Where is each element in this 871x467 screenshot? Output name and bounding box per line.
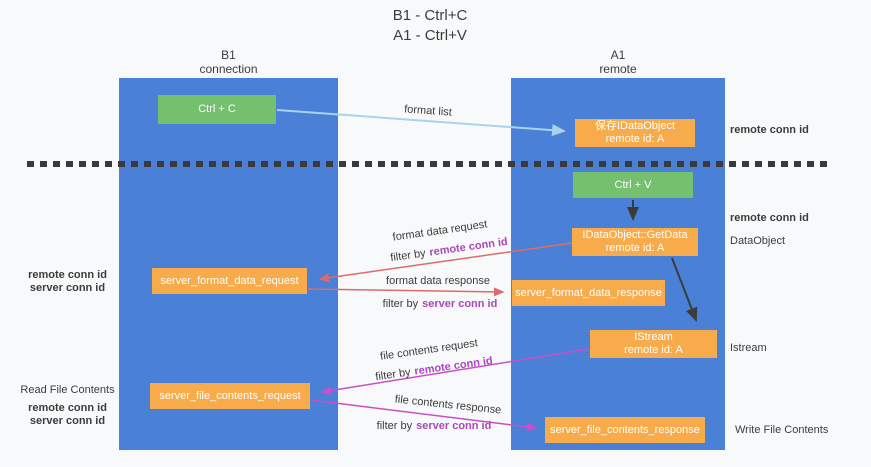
server-file-contents-request-label: server_file_contents_request [159,389,301,402]
left-column-name: B1 [221,48,236,62]
right-column-header: A1 remote [511,48,725,76]
left-server-conn-id-bottom: server conn id [29,415,106,427]
istream-line2: remote id: A [624,344,683,356]
left-column-subtitle: connection [199,62,258,76]
format-list-arrow [276,109,566,137]
node-server-file-contents-response: server_file_contents_response [545,417,705,443]
getdata-line2: remote id: A [605,242,665,254]
left-remote-conn-id-bottom: remote conn id [28,402,107,414]
node-server-format-data-response: server_format_data_response [512,280,665,306]
ctrl-v-label: Ctrl + V [614,178,652,191]
right-column-name: A1 [610,48,626,62]
server-format-data-request-label: server_format_data_request [160,274,299,287]
diagram-title: B1 - Ctrl+C A1 - Ctrl+V [340,6,520,46]
node-idataobject-getdata: IDataObject::GetData remote id: A [572,228,698,256]
node-server-file-contents-request: server_file_contents_request [150,383,310,409]
right-remote-conn-id-mid: remote conn id [730,212,809,224]
format-data-response-label: format data response [386,275,490,287]
node-ctrl-c: Ctrl + C [158,95,276,124]
node-istream: IStream remote id: A [590,330,717,358]
filter-by-text: filter by [382,298,419,310]
server-file-contents-response-label: server_file_contents_response [550,423,700,436]
format-data-response-arrow [307,287,505,297]
save-idataobject-line1: 保存IDataObject [594,120,676,132]
filter-by-text: filter by [376,420,413,432]
istream-side-label: Istream [730,342,767,354]
left-remote-conn-id-top: remote conn id [28,269,107,281]
write-file-contents-label: Write File Contents [735,424,829,436]
file-contents-request-arrow [320,348,590,396]
read-file-contents-label: Read File Contents [20,384,115,396]
title-line-1: B1 - Ctrl+C [392,7,468,24]
right-remote-conn-id-top: remote conn id [730,124,809,136]
server-format-data-response-label: server_format_data_response [515,286,662,299]
server-conn-id-text: server conn id [422,298,498,310]
save-idataobject-line2: remote id: A [605,133,665,145]
right-column-subtitle: remote [599,62,637,76]
getdata-to-istream-arrow [671,257,698,322]
node-ctrl-v: Ctrl + V [573,172,693,198]
getdata-line1: IDataObject::GetData [582,229,688,241]
istream-line1: IStream [634,331,673,343]
ctrl-c-label: Ctrl + C [198,103,236,115]
format-data-request-arrow [318,242,573,283]
title-line-2: A1 - Ctrl+V [393,27,467,44]
dashed-divider [27,161,830,167]
server-conn-id-text: server conn id [416,420,492,432]
left-server-conn-id-top: server conn id [29,282,106,294]
node-save-idataobject: 保存IDataObject remote id: A [575,119,695,147]
left-column-header: B1 connection [119,48,338,76]
dataobject-side-label: DataObject [730,235,786,247]
file-contents-response-arrow [310,399,538,432]
node-server-format-data-request: server_format_data_request [152,268,307,294]
